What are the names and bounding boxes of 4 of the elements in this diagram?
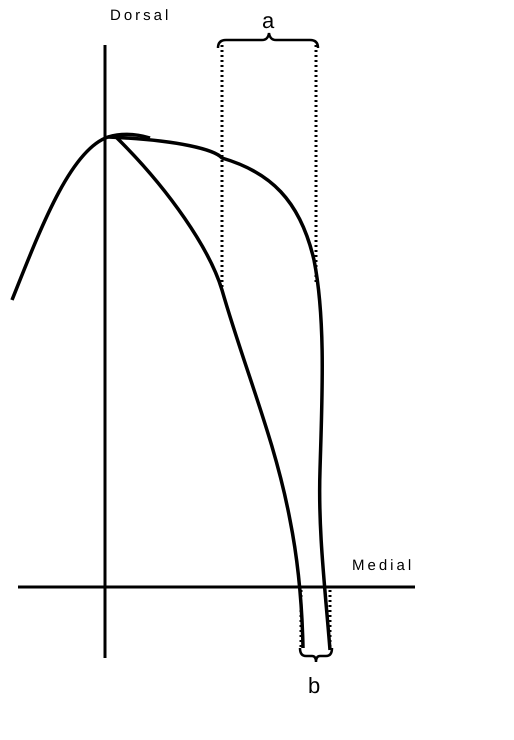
dimension-label: b [308, 675, 320, 697]
dimension-label: a [262, 10, 274, 32]
axis-label: Medial [352, 558, 414, 573]
axis-label: Dorsal [110, 8, 172, 23]
